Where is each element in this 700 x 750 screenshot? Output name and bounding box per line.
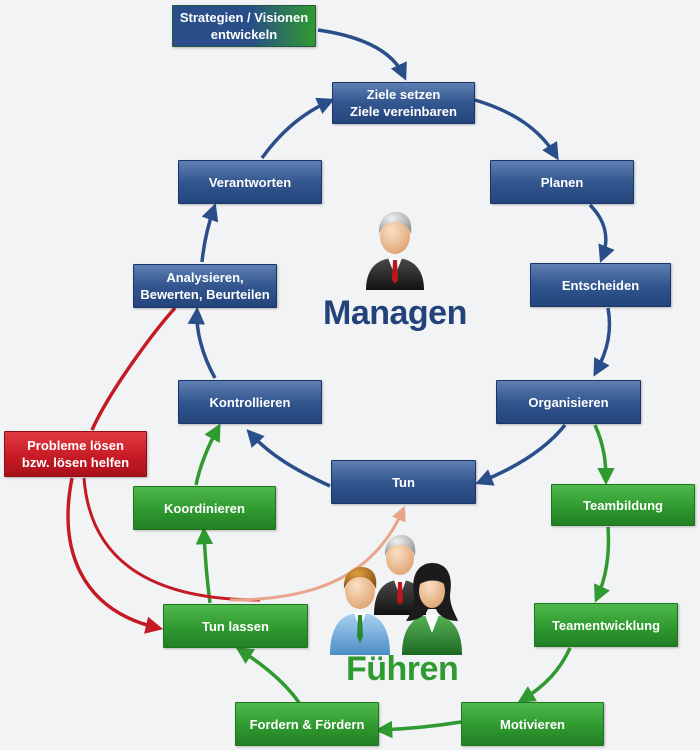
node-teambildung: Teambildung xyxy=(551,484,695,526)
arrow-probleme-tun-lassen-outer xyxy=(66,477,164,634)
manager-person-icon xyxy=(366,212,424,290)
team-people-icon xyxy=(330,535,462,655)
arrow-tun-kontrollieren xyxy=(246,429,331,488)
arrow-ziele-planen xyxy=(474,98,559,161)
node-planen: Planen xyxy=(490,160,634,204)
node-analysieren: Analysieren, Bewerten, Beurteilen xyxy=(133,264,277,308)
arrow-organisieren-tun xyxy=(475,423,567,486)
node-strategien: Strategien / Visionen entwickeln xyxy=(172,5,316,47)
node-teamentwicklung: Teamentwicklung xyxy=(534,603,678,647)
node-verantworten: Verantworten xyxy=(178,160,322,204)
node-entscheiden: Entscheiden xyxy=(530,263,671,307)
title-fuehren: Führen xyxy=(346,650,459,688)
node-koordinieren: Koordinieren xyxy=(133,486,276,530)
arrow-organisieren-teambildung xyxy=(593,424,615,486)
node-ziele: Ziele setzen Ziele vereinbaren xyxy=(332,82,475,124)
arrow-teamentwicklung-motivieren xyxy=(517,647,572,703)
arrow-analysieren-verantworten xyxy=(200,203,219,263)
arrow-entscheiden-organisieren xyxy=(593,307,612,377)
node-probleme: Probleme lösen bzw. lösen helfen xyxy=(4,431,147,477)
arrow-verantworten-ziele xyxy=(260,97,335,160)
title-managen: Managen xyxy=(323,294,467,332)
node-tun-lassen: Tun lassen xyxy=(163,604,308,648)
arrow-planen-entscheiden xyxy=(588,203,615,263)
arrow-strategien-ziele xyxy=(317,28,407,81)
arrow-koordinieren-kontrollieren xyxy=(194,423,221,486)
node-motivieren: Motivieren xyxy=(461,702,604,746)
arrow-analysieren-probleme xyxy=(90,306,177,431)
node-tun: Tun xyxy=(331,460,476,504)
arrow-tun-lassen-tun xyxy=(229,505,406,602)
arrow-tun-lassen-koordinieren xyxy=(195,526,214,604)
arrow-fordern-tun-lassen xyxy=(235,647,302,705)
node-fordern: Fordern & Fördern xyxy=(235,702,379,746)
node-organisieren: Organisieren xyxy=(496,380,641,424)
node-kontrollieren: Kontrollieren xyxy=(178,380,322,424)
arrow-motivieren-fordern xyxy=(374,720,462,739)
arrow-teambildung-teamentwicklung xyxy=(594,526,611,603)
arrow-kontrollieren-analysieren xyxy=(187,306,217,379)
arrow-probleme-tun-lassen-inner xyxy=(82,477,261,602)
